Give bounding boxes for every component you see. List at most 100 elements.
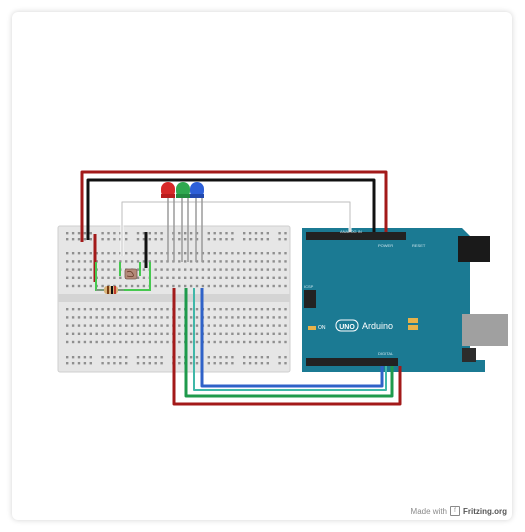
- breadboard-hole: [148, 316, 151, 319]
- reset-button[interactable]: [462, 348, 476, 362]
- breadboard-hole: [219, 362, 222, 365]
- breadboard-hole: [89, 268, 92, 271]
- breadboard-hole: [195, 268, 199, 271]
- breadboard-hole: [83, 238, 87, 241]
- breadboard-hole: [101, 260, 104, 263]
- breadboard-hole: [189, 276, 193, 279]
- breadboard-hole: [178, 252, 181, 255]
- breadboard-hole: [125, 232, 128, 235]
- breadboard-hole: [272, 308, 275, 311]
- breadboard-hole: [113, 276, 116, 279]
- breadboard-hole: [207, 340, 210, 344]
- breadboard-hole: [107, 356, 110, 359]
- breadboard-hole: [243, 268, 246, 271]
- breadboard-hole: [107, 232, 110, 235]
- breadboard-hole: [260, 340, 264, 344]
- breadboard-hole: [166, 284, 169, 288]
- breadboard-hole: [260, 362, 264, 365]
- breadboard-hole: [125, 340, 128, 344]
- breadboard-hole: [71, 260, 75, 263]
- breadboard-hole: [71, 332, 75, 335]
- breadboard-hole: [284, 324, 287, 327]
- breadboard-hole: [119, 356, 122, 359]
- teal-led-wire: [193, 288, 387, 391]
- breadboard-hole: [71, 284, 75, 288]
- breadboard-hole: [160, 284, 163, 288]
- breadboard-hole: [260, 316, 264, 319]
- breadboard-hole: [89, 316, 92, 319]
- breadboard-hole: [142, 268, 146, 271]
- breadboard-hole: [166, 268, 169, 271]
- breadboard-hole: [154, 308, 157, 311]
- breadboard-hole: [95, 260, 98, 263]
- breadboard-hole: [71, 276, 75, 279]
- breadboard-hole: [77, 340, 81, 344]
- breadboard-hole: [136, 332, 140, 335]
- breadboard-hole: [219, 332, 222, 335]
- breadboard-hole: [243, 238, 246, 241]
- breadboard-hole: [83, 332, 87, 335]
- breadboard-hole: [272, 268, 275, 271]
- breadboard-hole: [113, 316, 116, 319]
- breadboard-hole: [254, 324, 258, 327]
- breadboard-hole: [160, 308, 163, 311]
- breadboard-hole: [142, 232, 146, 235]
- breadboard-hole: [101, 362, 104, 365]
- breadboard-hole: [136, 268, 140, 271]
- power-jack: [458, 236, 490, 262]
- breadboard-hole: [225, 316, 228, 319]
- breadboard-hole: [89, 356, 92, 359]
- breadboard-hole: [189, 308, 193, 311]
- breadboard-hole: [119, 316, 122, 319]
- breadboard-hole: [219, 268, 222, 271]
- breadboard-hole: [243, 276, 246, 279]
- breadboard-hole: [107, 238, 110, 241]
- breadboard-hole: [154, 238, 157, 241]
- breadboard-hole: [189, 268, 193, 271]
- breadboard-hole: [284, 252, 287, 255]
- breadboard-hole: [178, 362, 181, 365]
- breadboard-hole: [284, 268, 287, 271]
- breadboard-hole: [178, 238, 181, 241]
- breadboard-hole: [278, 356, 281, 359]
- breadboard-hole: [266, 308, 269, 311]
- breadboard-hole: [71, 340, 75, 344]
- breadboard-hole: [66, 268, 69, 271]
- breadboard-hole: [219, 252, 222, 255]
- breadboard-hole: [125, 238, 128, 241]
- breadboard-hole: [154, 284, 157, 288]
- breadboard-hole: [207, 276, 210, 279]
- breadboard-hole: [284, 232, 287, 235]
- fritzing-link[interactable]: Fritzing.org: [463, 506, 507, 516]
- breadboard-hole: [113, 232, 116, 235]
- breadboard-hole: [130, 284, 134, 288]
- breadboard-hole: [225, 252, 228, 255]
- breadboard-hole: [178, 232, 181, 235]
- breadboard-hole: [225, 332, 228, 335]
- breadboard-hole: [119, 260, 122, 263]
- breadboard-hole: [278, 340, 281, 344]
- breadboard-hole: [154, 252, 157, 255]
- breadboard-hole: [113, 332, 116, 335]
- breadboard-hole: [278, 276, 281, 279]
- breadboard-hole: [225, 238, 228, 241]
- breadboard-hole: [243, 362, 246, 365]
- breadboard-hole: [184, 232, 187, 235]
- breadboard-hole: [219, 232, 222, 235]
- breadboard-hole: [266, 284, 269, 288]
- breadboard-hole: [213, 332, 216, 335]
- breadboard-hole: [207, 324, 210, 327]
- green-led-wire: [184, 288, 394, 398]
- breadboard-hole: [254, 232, 258, 235]
- breadboard-hole: [195, 316, 199, 319]
- breadboard-hole: [272, 324, 275, 327]
- breadboard-hole: [119, 332, 122, 335]
- breadboard-hole: [113, 260, 116, 263]
- breadboard-hole: [231, 324, 234, 327]
- breadboard-hole: [71, 316, 75, 319]
- breadboard-hole: [160, 268, 163, 271]
- breadboard-hole: [243, 356, 246, 359]
- breadboard-hole: [125, 308, 128, 311]
- breadboard-hole: [89, 362, 92, 365]
